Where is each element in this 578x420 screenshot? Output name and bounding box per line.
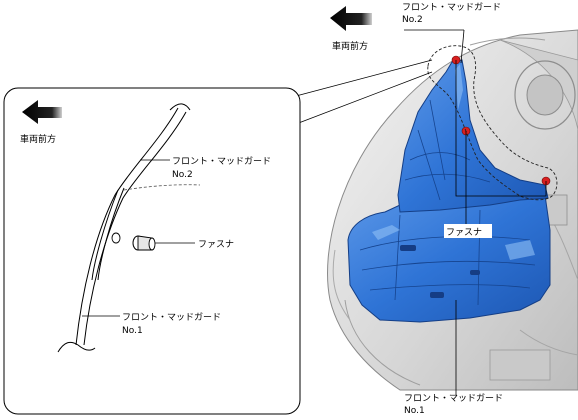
fastener-label-main: ファスナ bbox=[446, 227, 482, 238]
mudguard-edge-profiles bbox=[57, 103, 191, 353]
fastener-leader-lines bbox=[455, 60, 547, 224]
fastener-label-detail: ファスナ bbox=[198, 239, 234, 250]
mudguard-no1-label-detail-line1: フロント・マッドガード bbox=[122, 312, 221, 323]
detail-view-frame bbox=[3, 87, 301, 415]
mudguard-shadow-holes bbox=[400, 245, 480, 298]
mudguard-no2-label-detail-line1: フロント・マッドガード bbox=[172, 156, 271, 167]
no2-leader-line-main bbox=[460, 29, 465, 64]
zoom-connector-top bbox=[295, 59, 433, 97]
mudguard-highlights bbox=[372, 64, 535, 260]
zoom-connector-bottom bbox=[295, 71, 433, 125]
mudguard-no2-label-main-line1: フロント・マッドガード bbox=[402, 2, 501, 13]
fastener-clip-icon bbox=[111, 232, 156, 251]
left-arrow-icon bbox=[330, 6, 372, 31]
mudguard-no2-label-main-line2: No.2 bbox=[402, 15, 423, 25]
vehicle-front-label-main: 車両前方 bbox=[332, 40, 368, 52]
zoom-region-outline bbox=[427, 45, 558, 201]
vehicle-front-label-detail: 車両前方 bbox=[20, 133, 56, 145]
mudguard-no1-label-detail-line2: No.1 bbox=[122, 326, 143, 336]
mudguard-no2-label-detail-line2: No.2 bbox=[172, 170, 193, 180]
mudguard-no1-label-main-line2: No.1 bbox=[404, 406, 425, 416]
left-arrow-icon bbox=[22, 100, 62, 124]
fastener-label-background bbox=[444, 224, 492, 238]
mudguard-no1-label-main-line1: フロント・マッドガード bbox=[404, 393, 503, 404]
mudguard-no2-hidden-edge bbox=[123, 184, 201, 191]
